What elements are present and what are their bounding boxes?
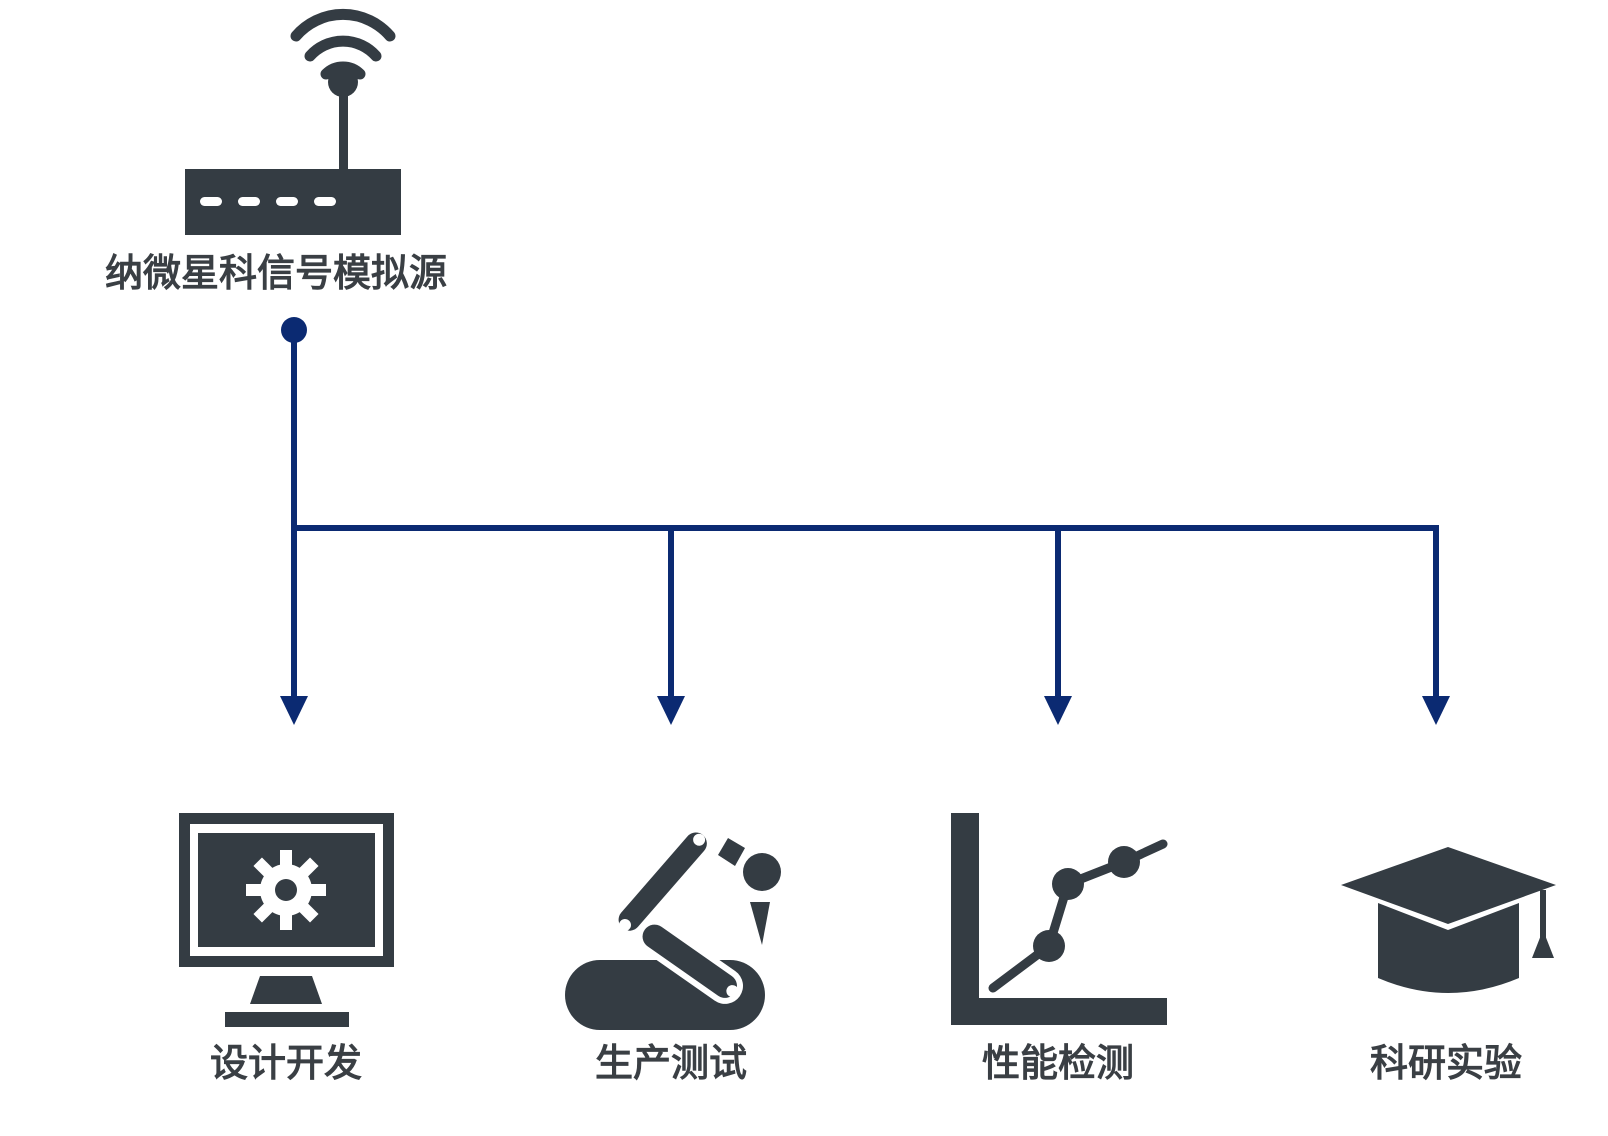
robot-arm-icon — [565, 826, 781, 1030]
target-label-production: 生产测试 — [594, 1041, 747, 1085]
target-label-research: 科研实验 — [1369, 1041, 1522, 1085]
arrowheads — [280, 696, 1450, 725]
line-chart-icon — [951, 813, 1168, 1025]
target-label-design: 设计开发 — [209, 1041, 362, 1085]
arrowhead-4 — [1422, 696, 1450, 725]
arrowhead-3 — [1044, 696, 1072, 725]
arrowhead-2 — [657, 696, 685, 725]
target-label-performance: 性能检测 — [981, 1041, 1134, 1085]
connector-lines — [281, 317, 1439, 696]
wifi-router-icon — [185, 9, 401, 235]
graduation-cap-icon — [1341, 847, 1556, 993]
source-label: 纳微星科信号模拟源 — [105, 251, 448, 295]
monitor-gear-icon — [179, 813, 394, 1027]
arrowhead-1 — [280, 696, 308, 725]
